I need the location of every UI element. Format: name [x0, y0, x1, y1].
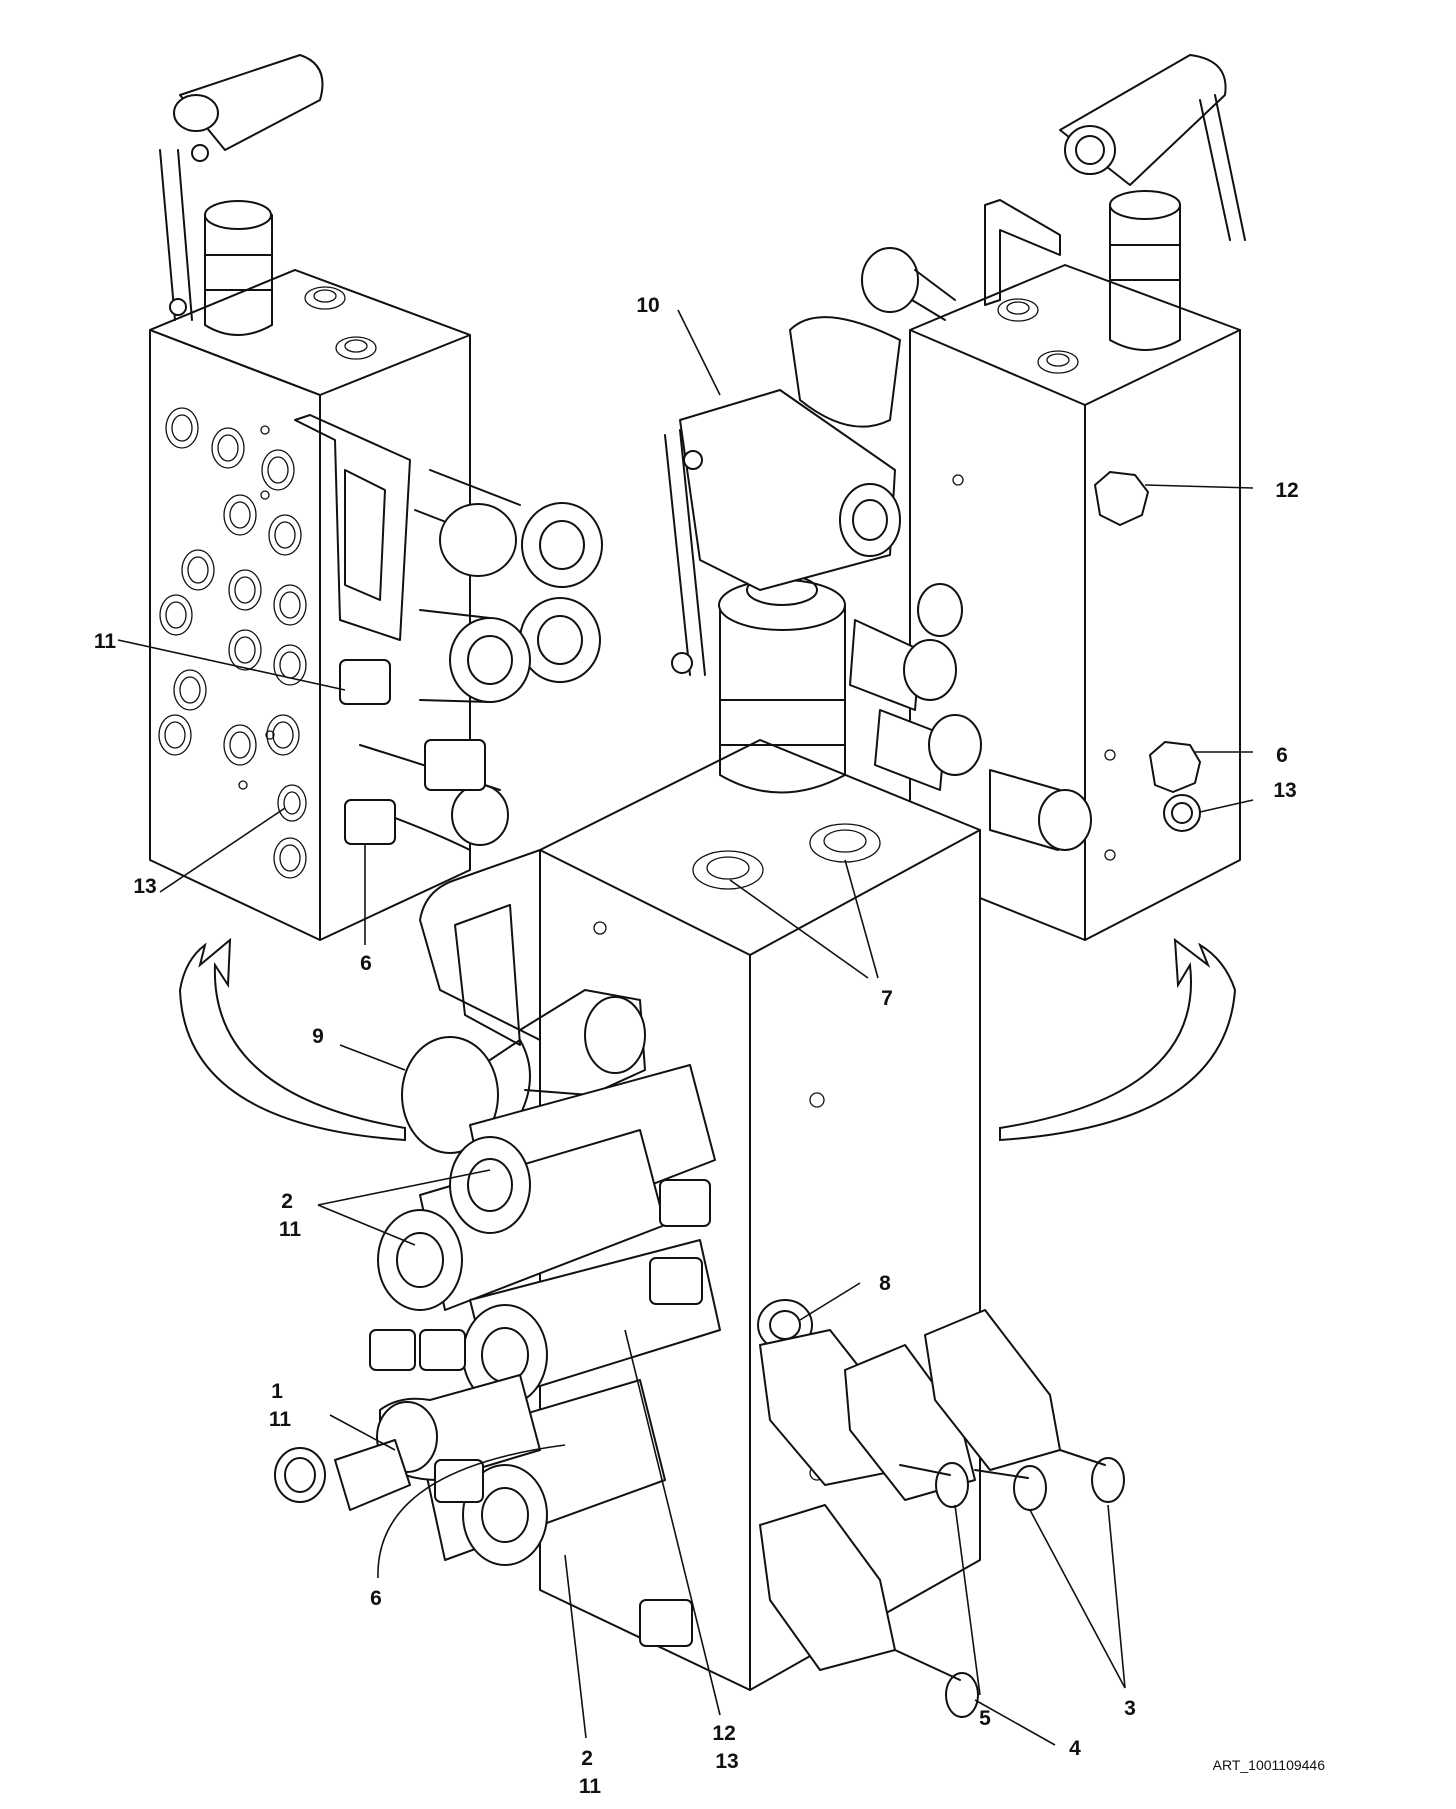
leader-lines	[117, 309, 1254, 1746]
rotate-right-arrow	[999, 937, 1237, 1142]
svg-text:4: 4	[1069, 1737, 1081, 1760]
svg-text:3: 3	[1124, 1697, 1136, 1720]
svg-text:5: 5	[979, 1707, 991, 1730]
svg-text:11: 11	[94, 630, 117, 653]
callout-1-11: 1 11	[269, 1380, 292, 1431]
callout-6: 6	[360, 952, 372, 975]
svg-text:ART_1001109446: ART_1001109446	[1213, 1757, 1326, 1773]
callout-labels: 10 12 11 6 13 13 6 7 9 2 11 8 1 11 6 5 3…	[94, 294, 1325, 1798]
svg-text:10: 10	[636, 294, 659, 317]
callout-12-13-right: 13	[1273, 779, 1296, 802]
callout-8: 10	[636, 294, 659, 317]
callout-6: 6	[370, 1587, 382, 1610]
svg-text:9: 9	[312, 1025, 324, 1048]
art-id: ART_1001109446	[1213, 1757, 1326, 1773]
svg-text:6: 6	[370, 1587, 382, 1610]
callout-3: 3	[1124, 1697, 1136, 1720]
callout-10: 12	[1275, 479, 1298, 502]
callout-13: 7	[881, 987, 893, 1010]
callout-12-13-left: 13	[133, 875, 156, 898]
svg-text:7: 7	[881, 987, 893, 1010]
callout-4: 4	[1069, 1737, 1081, 1760]
callout-13: 8	[879, 1272, 891, 1295]
callout-2-11-upper: 2 11	[279, 1190, 302, 1241]
callout-5: 5	[979, 1707, 991, 1730]
callout-6: 6	[1276, 744, 1288, 767]
svg-text:12: 12	[1275, 479, 1298, 502]
right-valve-block-view	[789, 54, 1246, 941]
rotate-left-arrow	[178, 937, 406, 1142]
svg-text:6: 6	[360, 952, 372, 975]
callout-7: 9	[312, 1025, 324, 1048]
callout-11-14: 12 13	[712, 1722, 741, 1773]
callout-9: 11	[94, 630, 117, 653]
svg-text:6: 6	[1276, 744, 1288, 767]
svg-text:8: 8	[879, 1272, 891, 1295]
left-valve-block-view	[149, 54, 603, 941]
callout-2-11-lower: 2 11	[579, 1747, 602, 1798]
front-valve-block-view	[274, 389, 1125, 1718]
